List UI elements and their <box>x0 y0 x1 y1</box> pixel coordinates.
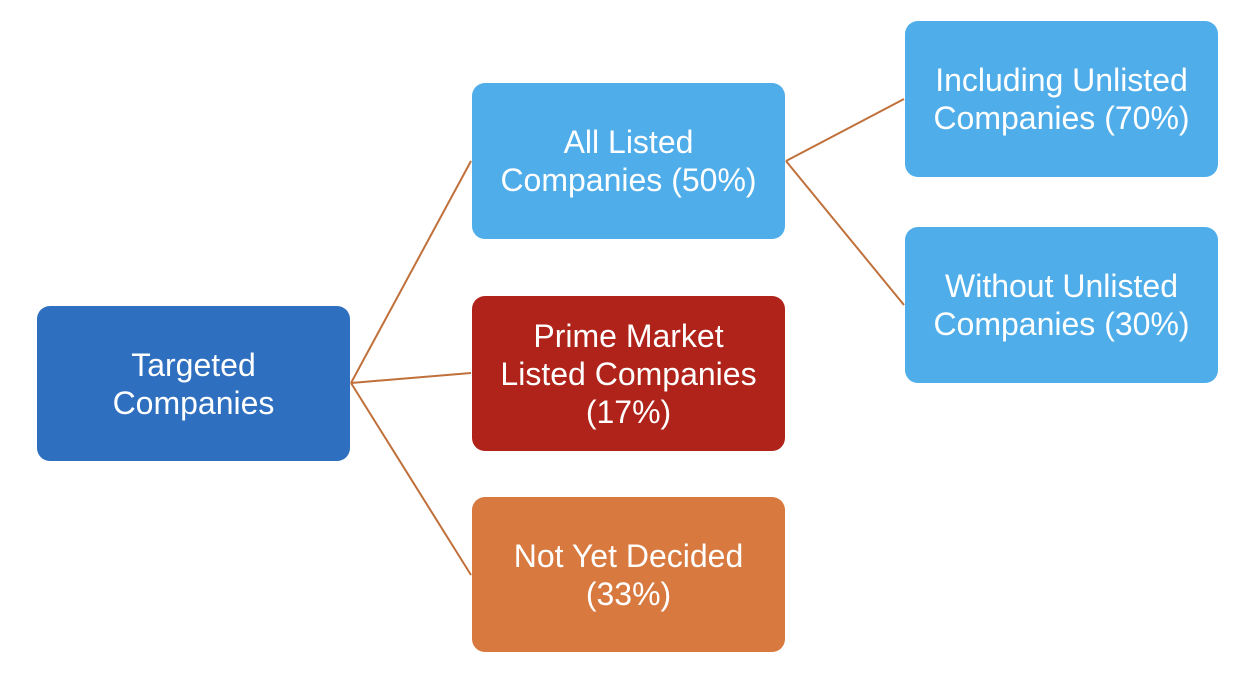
node-label: Including Unlisted Companies (70%) <box>933 61 1189 137</box>
node-label-line: All Listed <box>563 124 694 160</box>
node-label-line: Listed Companies <box>500 355 757 392</box>
node-including-unlisted-companies: Including Unlisted Companies (70%) <box>905 21 1218 177</box>
node-label-line: Companies <box>112 384 275 421</box>
node-label-line: Companies (70%) <box>933 100 1190 136</box>
node-label-line: Without Unlisted <box>945 268 1178 304</box>
node-prime-market-listed-companies: Prime Market Listed Companies (17%) <box>472 296 785 451</box>
node-label-line: Companies (30%) <box>933 306 1190 342</box>
connector-all-listed-to-without-unlisted <box>785 160 905 306</box>
node-label-line: Including Unlisted <box>935 62 1188 98</box>
node-without-unlisted-companies: Without Unlisted Companies (30%) <box>905 227 1218 383</box>
connector-root-to-not-yet-decided <box>350 382 472 576</box>
connector-root-to-prime-market <box>350 372 472 384</box>
node-label: Prime Market Listed Companies (17%) <box>500 317 756 431</box>
node-label: Without Unlisted Companies (30%) <box>933 267 1189 343</box>
node-label-line: Companies (50%) <box>500 162 757 198</box>
node-all-listed-companies: All Listed Companies (50%) <box>472 83 785 239</box>
node-label-line: (17%) <box>585 393 672 430</box>
node-label-line: Prime Market <box>533 317 724 354</box>
node-not-yet-decided: Not Yet Decided (33%) <box>472 497 785 652</box>
connector-all-listed-to-including-unlisted <box>785 98 905 162</box>
node-label: Not Yet Decided (33%) <box>514 537 744 613</box>
node-label-line: (33%) <box>585 575 672 612</box>
node-label-line: Targeted <box>131 346 256 383</box>
connector-root-to-all-listed <box>350 160 472 384</box>
node-label-line: Not Yet Decided <box>513 537 744 574</box>
node-label: Targeted Companies <box>113 346 275 422</box>
node-label: All Listed Companies (50%) <box>500 123 756 199</box>
node-targeted-companies: Targeted Companies <box>37 306 350 461</box>
